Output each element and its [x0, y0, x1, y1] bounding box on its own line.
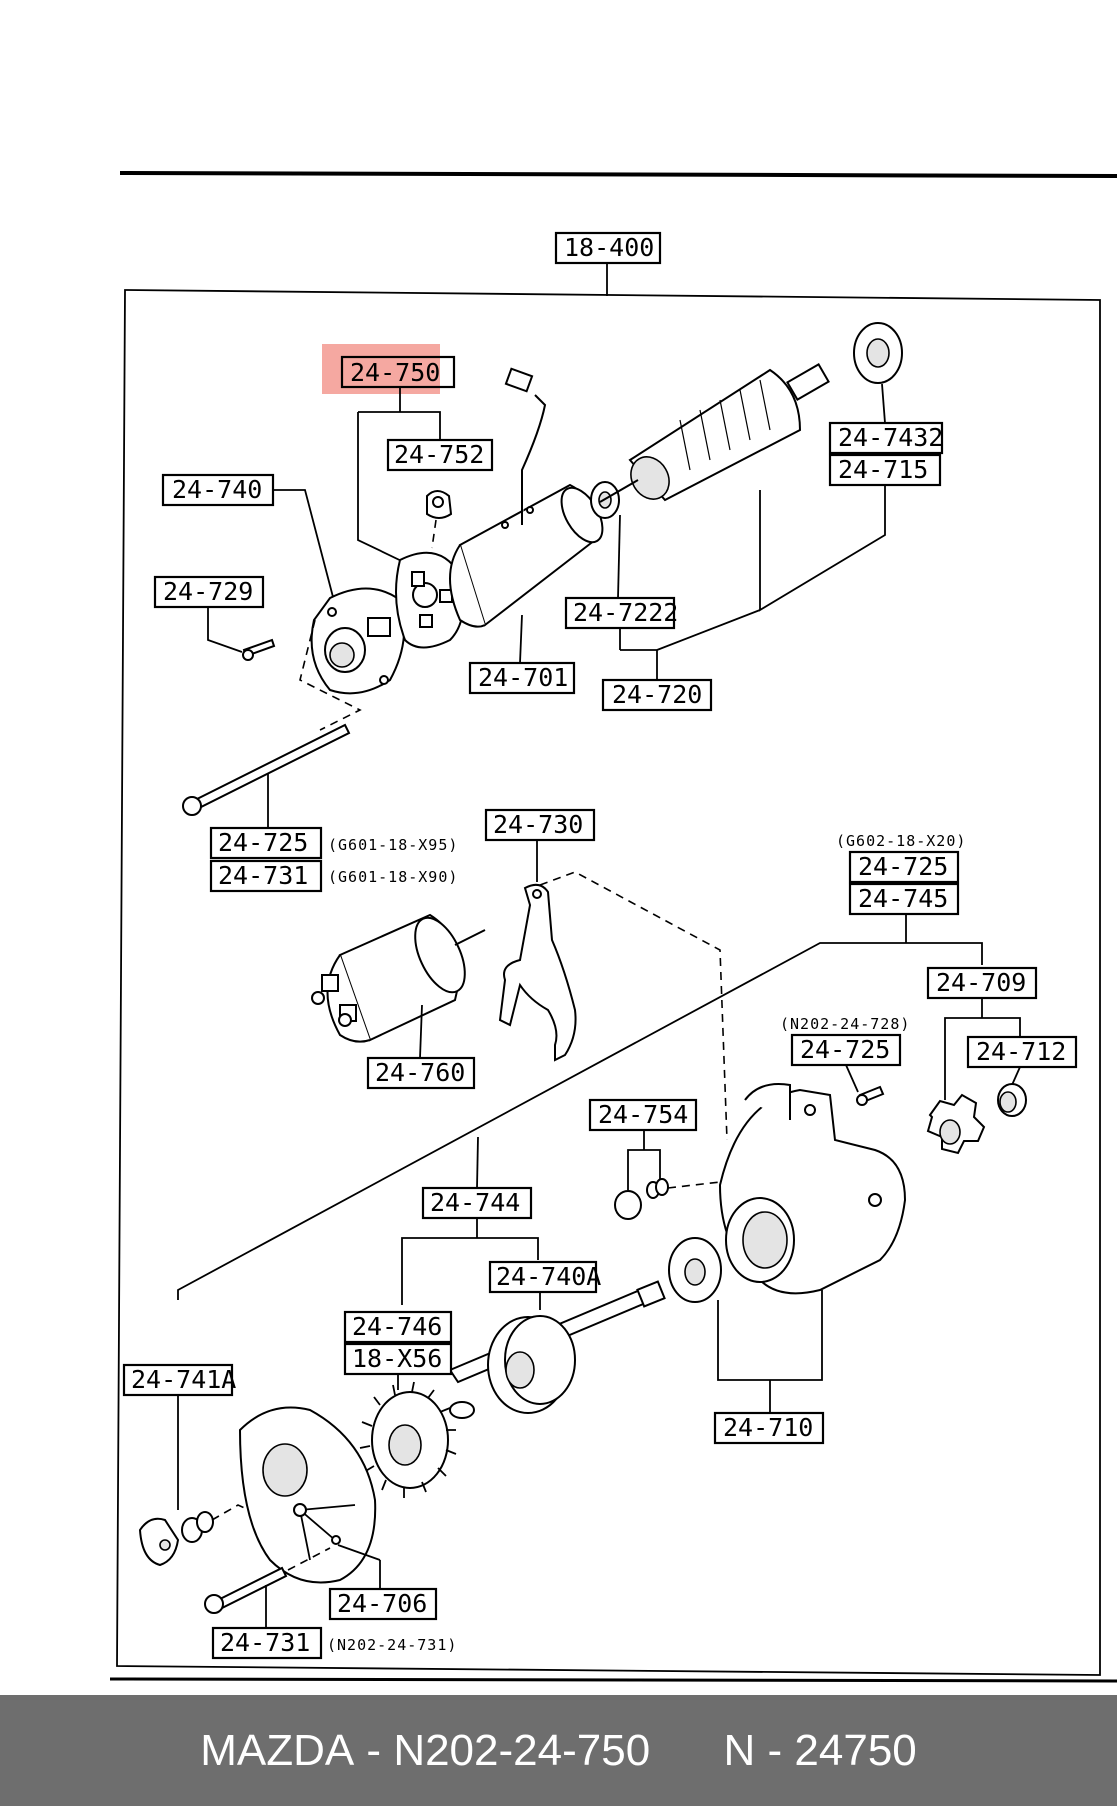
part-label-24-750[interactable]: 24-750 — [350, 358, 440, 387]
starter-motor-exploded-diagram: 18-400 24-750 24-752 24-740 24-729 — [109, 171, 1117, 1683]
bushing-24-752 — [426, 490, 453, 519]
drive-housing-24-710 — [718, 1083, 907, 1295]
bearing-24-710 — [668, 1237, 722, 1303]
group-label: 18-400 — [564, 233, 654, 262]
part-label-18-X56[interactable]: 18-X56 — [352, 1344, 442, 1373]
overrunning-clutch-24-740A — [448, 1280, 666, 1419]
part-label-24-745[interactable]: 24-745 — [858, 884, 948, 913]
part-label-24-746[interactable]: 24-746 — [352, 1312, 442, 1341]
label-box-24-709[interactable] — [926, 966, 1038, 1000]
label-box-24-754[interactable] — [588, 1098, 698, 1132]
label-box-24-731-a[interactable] — [209, 859, 323, 893]
caption-bar: MAZDA - N202-24-750 N - 24750 — [0, 1695, 1117, 1806]
bottom-rule — [109, 1677, 1117, 1683]
caption-short-number: 24750 — [794, 1725, 917, 1775]
label-box-24-725-a[interactable] — [209, 826, 323, 860]
part-label-24-720[interactable]: 24-720 — [612, 680, 702, 709]
part-label-24-754[interactable]: 24-754 — [598, 1100, 688, 1129]
note-n202-24-728: (N202-24-728) — [780, 1015, 910, 1033]
bolt-24-731 — [204, 1566, 288, 1614]
solenoid-24-760 — [311, 913, 486, 1043]
drive-lever-24-730 — [498, 883, 577, 1062]
label-box-18-X56[interactable] — [343, 1342, 453, 1376]
note-n202-24-731: (N202-24-731) — [327, 1636, 457, 1654]
part-label-24-744[interactable]: 24-744 — [430, 1188, 520, 1217]
part-label-24-741A[interactable]: 24-741A — [131, 1365, 236, 1394]
part-label-24-729[interactable]: 24-729 — [163, 577, 253, 606]
front-cover-24-706 — [238, 1406, 377, 1584]
label-box-24-715[interactable] — [828, 453, 942, 487]
through-bolt-24-725 — [182, 723, 351, 816]
part-label-24-740[interactable]: 24-740 — [172, 475, 262, 504]
note-g602-18-x20: (G602-18-X20) — [836, 832, 966, 850]
label-box-24-745[interactable] — [848, 882, 960, 916]
label-box-24-729[interactable] — [153, 575, 265, 609]
note-g601-18-x95: (G601-18-X95) — [328, 836, 458, 854]
plug-24-741A — [138, 1511, 214, 1567]
part-label-24-709[interactable]: 24-709 — [936, 968, 1026, 997]
label-box-24-731-b[interactable] — [211, 1626, 323, 1660]
part-label-24-712[interactable]: 24-712 — [976, 1037, 1066, 1066]
label-box-24-720[interactable] — [601, 678, 713, 712]
label-box-24-725-b[interactable] — [848, 850, 960, 884]
part-label-24-730[interactable]: 24-730 — [493, 810, 583, 839]
label-box-24-7432[interactable] — [828, 421, 944, 455]
label-box-24-710[interactable] — [713, 1411, 825, 1445]
caption-separator-1: - — [354, 1725, 394, 1775]
part-label-24-725-a[interactable]: 24-725 — [218, 828, 308, 857]
caption-separator-2: - — [755, 1725, 795, 1775]
label-box-24-740A[interactable] — [488, 1260, 598, 1294]
part-label-24-7222[interactable]: 24-7222 — [573, 598, 678, 627]
part-label-24-715[interactable]: 24-715 — [838, 455, 928, 484]
brush-holder-plate — [395, 551, 465, 649]
ball-and-spring-24-754 — [614, 1178, 669, 1220]
label-box-24-740[interactable] — [161, 473, 275, 507]
yoke-24-701 — [449, 367, 604, 628]
part-label-24-731-a[interactable]: 24-731 — [218, 861, 308, 890]
label-box-24-725-c[interactable] — [790, 1033, 902, 1067]
label-box-24-706[interactable] — [328, 1587, 438, 1621]
end-cover-24-740 — [310, 587, 406, 695]
label-box-24-712[interactable] — [966, 1035, 1078, 1069]
pinion-gear-24-746 — [359, 1381, 457, 1498]
note-g601-18-x90: (G601-18-X90) — [328, 868, 458, 886]
part-label-24-706[interactable]: 24-706 — [337, 1589, 427, 1618]
screw-24-729 — [242, 638, 276, 661]
label-box-24-750[interactable] — [340, 355, 456, 389]
screw-24-725-c — [856, 1085, 885, 1106]
idler-gear-24-709 — [926, 1093, 986, 1155]
top-rule — [119, 171, 1117, 178]
sleeve-24-712 — [997, 1083, 1027, 1117]
caption-short-prefix: N — [723, 1725, 756, 1775]
group-label-box — [554, 231, 662, 265]
part-label-24-740A[interactable]: 24-740A — [496, 1262, 601, 1291]
label-box-24-746[interactable] — [343, 1310, 453, 1344]
label-box-24-730[interactable] — [484, 808, 596, 842]
armature-24-715 — [599, 362, 830, 503]
bearing-24-7432 — [853, 322, 903, 384]
caption-gap — [650, 1726, 723, 1776]
part-label-24-752[interactable]: 24-752 — [394, 440, 484, 469]
part-label-24-725-b[interactable]: 24-725 — [858, 852, 948, 881]
part-label-24-710[interactable]: 24-710 — [723, 1413, 813, 1442]
caption-part-number: N202-24-750 — [393, 1725, 651, 1775]
caption-brand: MAZDA — [200, 1725, 355, 1775]
label-box-24-744[interactable] — [421, 1186, 533, 1220]
label-box-24-701[interactable] — [468, 661, 576, 695]
part-label-24-760[interactable]: 24-760 — [375, 1058, 465, 1087]
part-label-24-7432[interactable]: 24-7432 — [838, 423, 943, 452]
part-label-24-731-b[interactable]: 24-731 — [220, 1628, 310, 1657]
label-box-24-760[interactable] — [366, 1056, 476, 1090]
assembly-frame — [116, 289, 1101, 1676]
part-label-24-701[interactable]: 24-701 — [478, 663, 568, 692]
part-label-24-725-c[interactable]: 24-725 — [800, 1035, 890, 1064]
label-box-24-752[interactable] — [386, 438, 494, 472]
